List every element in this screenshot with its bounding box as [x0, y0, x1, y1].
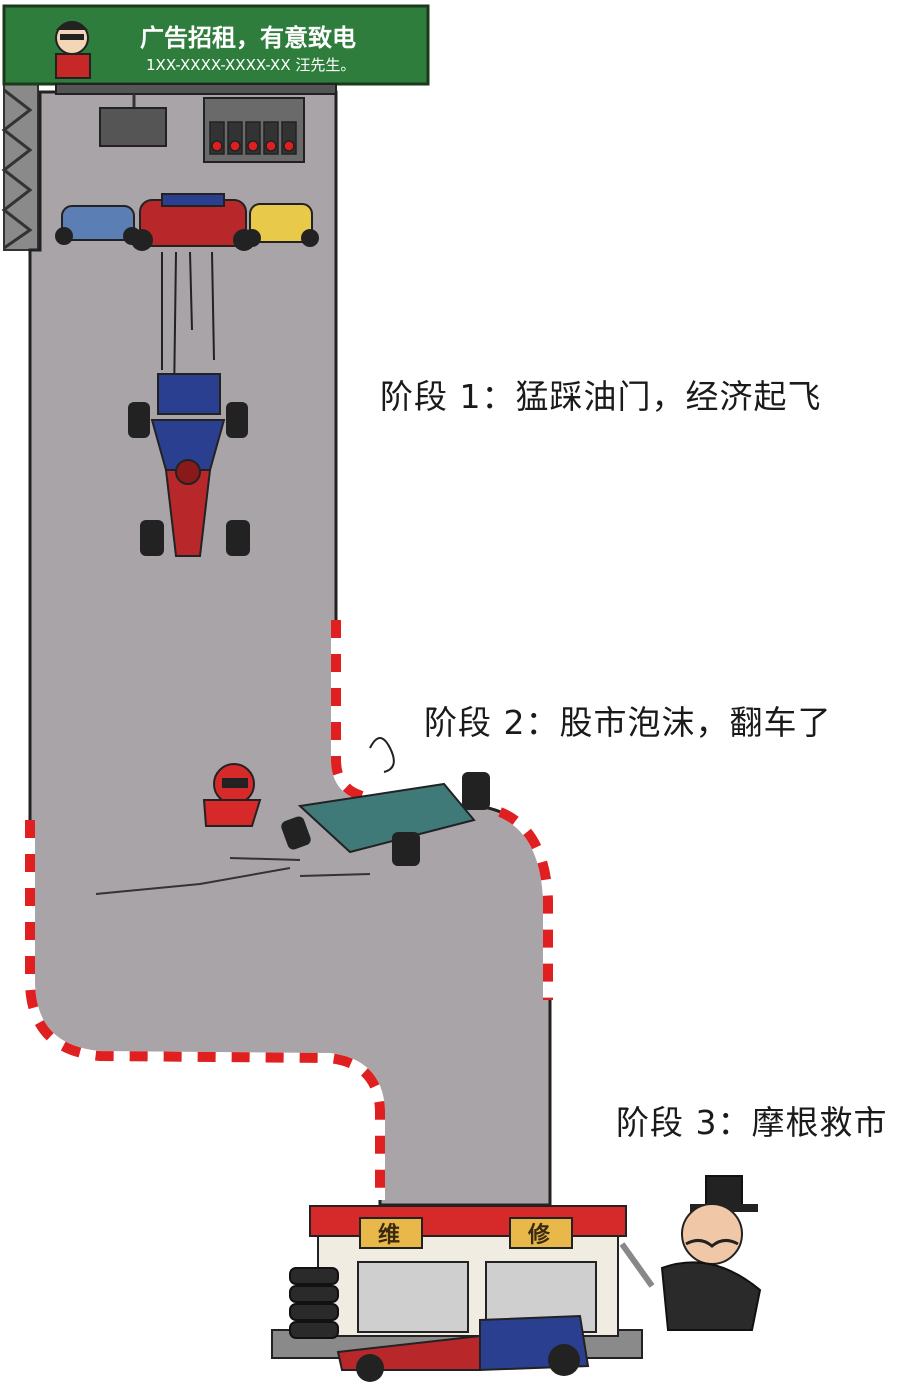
grid-car-red	[131, 193, 255, 251]
grid-car-blue	[55, 205, 141, 245]
flipped-car	[281, 737, 490, 866]
billboard: 广告招租，有意致电 1XX-XXXX-XXXX-XX 汪先生。	[2, 4, 430, 95]
billboard-headline: 广告招租，有意致电	[140, 24, 356, 52]
start-lights	[209, 121, 297, 155]
guard-rail	[1, 83, 39, 251]
repaired-car	[336, 1314, 590, 1382]
billboard-mascot	[55, 21, 91, 79]
banker-figure	[619, 1175, 762, 1331]
driver-figure	[202, 763, 262, 827]
race-track	[28, 90, 552, 1207]
stage-1-label: 阶段 1：猛踩油门，经济起飞	[380, 377, 822, 416]
garage-sign-right: 修	[527, 1222, 551, 1248]
accelerating-car	[128, 373, 250, 557]
start-gantry	[99, 94, 305, 163]
garage-sign-left: 维	[378, 1222, 400, 1248]
stage-2-label: 阶段 2：股市泡沫，翻车了	[424, 703, 832, 742]
skid-marks	[95, 857, 371, 895]
billboard-phone: 1XX-XXXX-XXXX-XX 汪先生。	[146, 56, 355, 74]
tire-stack	[289, 1267, 339, 1339]
repair-garage: 维 修	[271, 1205, 643, 1359]
stage-3-label: 阶段 3：摩根救市	[616, 1103, 888, 1142]
grid-car-yellow	[243, 203, 319, 247]
